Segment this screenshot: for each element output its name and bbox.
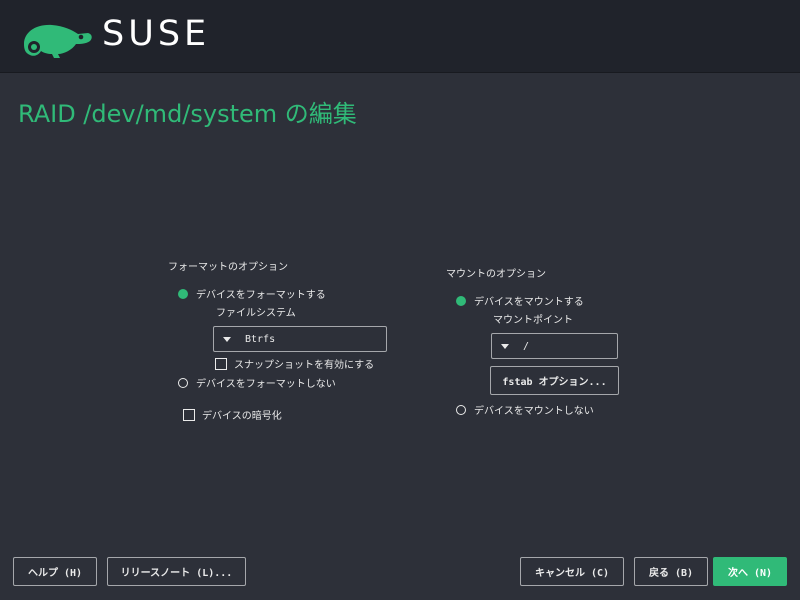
- dropdown-arrow-icon: [223, 336, 231, 342]
- help-button[interactable]: ヘルプ (H): [13, 557, 97, 586]
- mount-point-select[interactable]: /: [491, 333, 618, 359]
- filesystem-label: ファイルシステム: [216, 308, 296, 319]
- brand-name: SUSE: [102, 14, 211, 54]
- checkbox-unchecked-icon: [183, 408, 195, 421]
- chameleon-logo-icon: [24, 24, 92, 58]
- filesystem-select[interactable]: Btrfs: [213, 326, 387, 352]
- no-mount-label: デバイスをマウントしない: [474, 406, 594, 417]
- format-device-radio[interactable]: デバイスをフォーマットする: [178, 286, 326, 301]
- checkbox-unchecked-icon: [215, 357, 227, 370]
- format-options-heading: フォーマットのオプション: [168, 262, 288, 273]
- encrypt-checkbox[interactable]: デバイスの暗号化: [183, 407, 282, 422]
- back-button[interactable]: 戻る (B): [634, 557, 708, 586]
- no-mount-radio[interactable]: デバイスをマウントしない: [456, 402, 594, 417]
- encrypt-label: デバイスの暗号化: [202, 411, 282, 422]
- release-notes-button[interactable]: リリースノート (L)...: [107, 557, 246, 586]
- radio-unselected-icon: [178, 377, 188, 388]
- next-button[interactable]: 次へ (N): [713, 557, 787, 586]
- filesystem-value: Btrfs: [245, 333, 276, 345]
- snapshots-checkbox[interactable]: スナップショットを有効にする: [215, 356, 374, 371]
- mount-device-label: デバイスをマウントする: [474, 297, 584, 308]
- no-format-label: デバイスをフォーマットしない: [196, 379, 336, 390]
- mount-options-heading: マウントのオプション: [446, 269, 546, 280]
- mount-point-value: /: [523, 340, 530, 352]
- dropdown-arrow-icon: [501, 343, 509, 349]
- page-title: RAID /dev/md/system の編集: [18, 100, 357, 128]
- mount-point-label: マウントポイント: [493, 315, 573, 326]
- radio-selected-icon: [178, 288, 188, 299]
- mount-device-radio[interactable]: デバイスをマウントする: [456, 293, 584, 308]
- header-bar: SUSE: [0, 0, 800, 73]
- format-device-label: デバイスをフォーマットする: [196, 290, 326, 301]
- cancel-button[interactable]: キャンセル (C): [520, 557, 624, 586]
- no-format-radio[interactable]: デバイスをフォーマットしない: [178, 375, 336, 390]
- radio-selected-icon: [456, 295, 466, 306]
- fstab-options-button[interactable]: fstab オプション...: [490, 366, 619, 395]
- radio-unselected-icon: [456, 404, 466, 415]
- snapshots-label: スナップショットを有効にする: [234, 360, 375, 371]
